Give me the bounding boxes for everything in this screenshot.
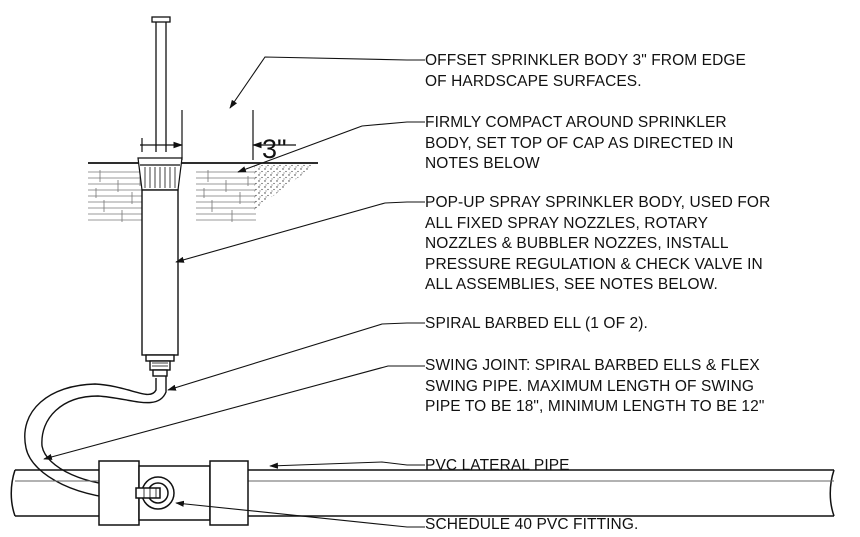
callout-line: POP-UP SPRAY SPRINKLER BODY, USED FOR <box>425 194 771 211</box>
callout-line: ALL ASSEMBLIES, SEE NOTES BELOW. <box>425 276 718 293</box>
callout-line: SPIRAL BARBED ELL (1 OF 2). <box>425 315 648 332</box>
callout-offset: OFFSET SPRINKLER BODY 3" FROM EDGE OF HA… <box>425 51 746 92</box>
callout-sprinkler-body: POP-UP SPRAY SPRINKLER BODY, USED FOR AL… <box>425 193 770 296</box>
soil-hatch <box>88 170 256 222</box>
callout-line: PVC LATERAL PIPE <box>425 457 570 474</box>
callout-swing-joint: SWING JOINT: SPIRAL BARBED ELLS & FLEX S… <box>425 356 764 418</box>
hardscape-surface <box>254 163 318 210</box>
callout-line: OF HARDSCAPE SURFACES. <box>425 72 642 90</box>
callout-line: PRESSURE REGULATION & CHECK VALVE IN <box>425 255 763 273</box>
callout-line: NOTES BELOW <box>425 155 540 172</box>
callout-line: BODY, SET TOP OF CAP AS DIRECTED IN <box>425 134 734 152</box>
callout-compact: FIRMLY COMPACT AROUND SPRINKLER BODY, SE… <box>425 113 733 175</box>
offset-dimension-label: 3" <box>262 134 287 164</box>
sprinkler-cap <box>137 157 183 191</box>
flex-swing-pipe <box>24 376 167 500</box>
callout-line: OFFSET SPRINKLER BODY 3" FROM EDGE <box>425 52 746 69</box>
callout-line: NOZZLES & BUBBLER NOZZES, INSTALL <box>425 235 729 252</box>
leader-lines <box>43 56 425 528</box>
callout-line: PIPE TO BE 18", MINIMUM LENGTH TO BE 12" <box>425 398 765 415</box>
callout-line: SCHEDULE 40 PVC FITTING. <box>425 516 639 533</box>
offset-dimension <box>140 110 296 160</box>
schedule-40-fitting <box>98 460 249 526</box>
callout-line: FIRMLY COMPACT AROUND SPRINKLER <box>425 114 727 131</box>
callout-spiral-ell: SPIRAL BARBED ELL (1 OF 2). <box>425 314 648 335</box>
pop-up-riser <box>151 16 171 152</box>
callout-lateral-pipe: PVC LATERAL PIPE <box>425 456 570 477</box>
sprinkler-body <box>141 189 179 377</box>
callout-line: ALL FIXED SPRAY NOZZLES, ROTARY <box>425 214 709 232</box>
callout-line: SWING JOINT: SPIRAL BARBED ELLS & FLEX <box>425 357 760 374</box>
callout-line: SWING PIPE. MAXIMUM LENGTH OF SWING <box>425 377 755 395</box>
callout-pvc-fitting: SCHEDULE 40 PVC FITTING. <box>425 515 638 536</box>
